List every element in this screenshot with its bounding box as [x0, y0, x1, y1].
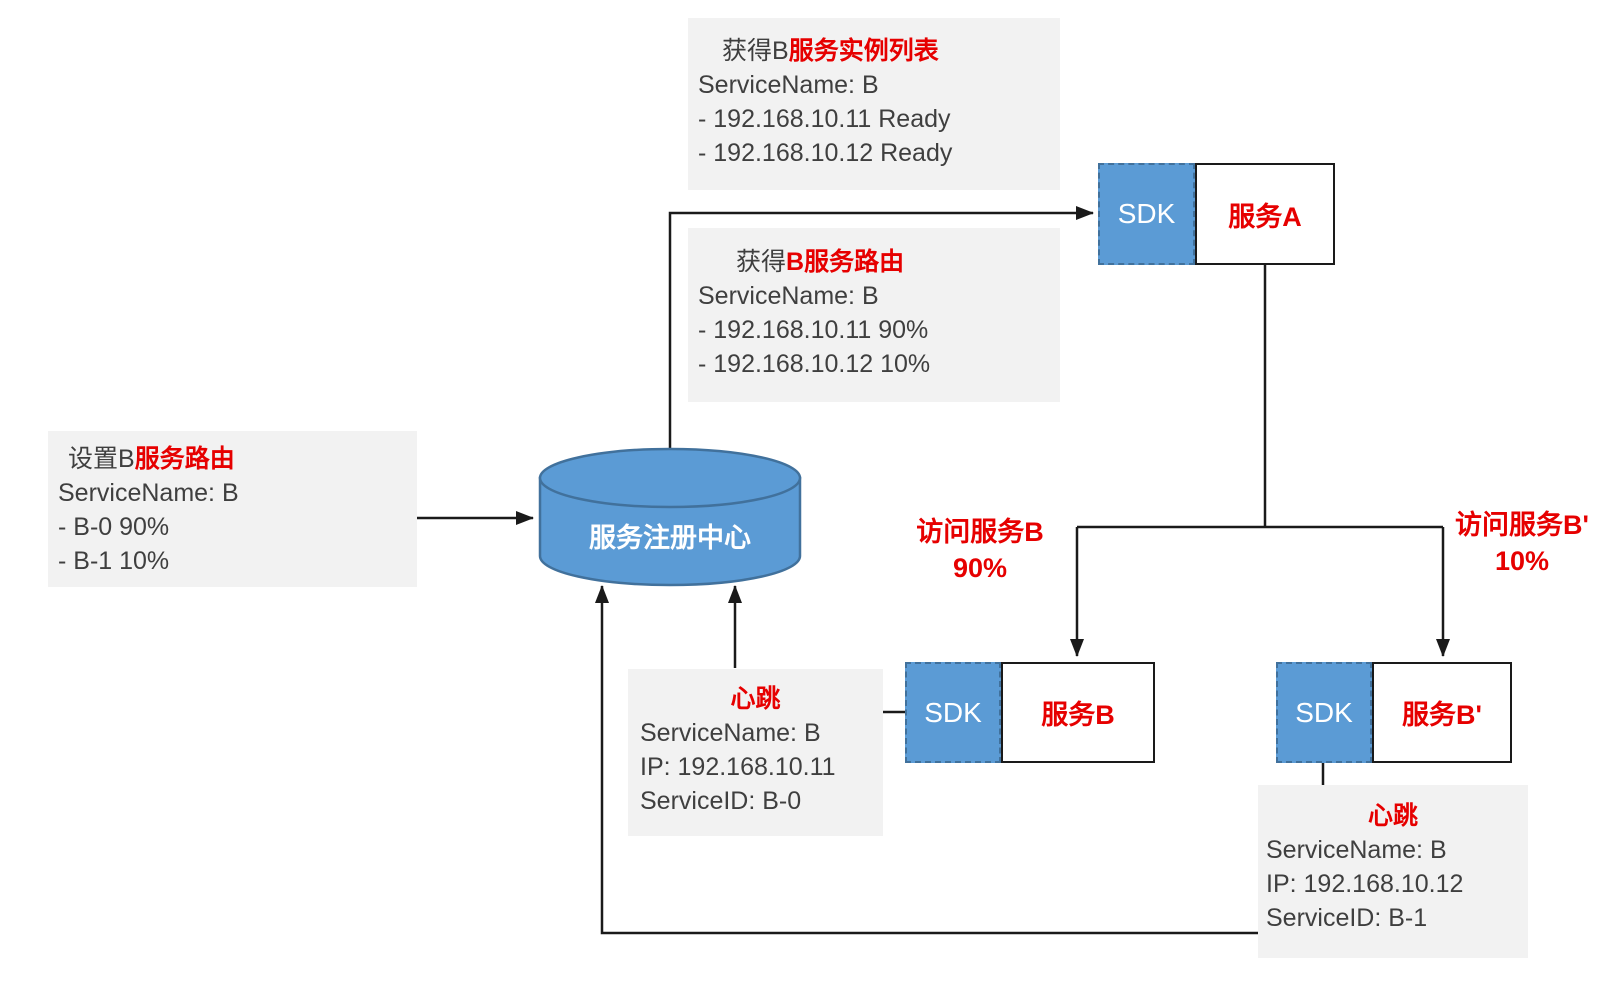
note-line: ServiceName: B	[698, 282, 879, 310]
note-line: - B-0 90%	[58, 513, 170, 541]
edge-label-access-b-prime: 访问服务B' 10%	[1420, 507, 1624, 579]
note-set-route-title: 设置B服务路由	[58, 442, 407, 476]
note-line: - B-1 10%	[58, 547, 170, 575]
note-title-highlight: 服务实例列表	[788, 37, 939, 65]
note-line: ServiceID: B-0	[640, 787, 802, 815]
note-title-highlight: B服务路由	[786, 248, 905, 276]
edge-label-line: 90%	[952, 553, 1008, 583]
note-line: IP: 192.168.10.11	[640, 753, 836, 781]
service-b-prime-box: 服务B'	[1372, 662, 1512, 763]
note-line: - 192.168.10.12 10%	[698, 350, 931, 378]
note-heartbeat-b1: 心跳 ServiceName: B IP: 192.168.10.12 Serv…	[1258, 785, 1528, 958]
note-line: IP: 192.168.10.12	[1266, 870, 1464, 898]
edge-label-line: 访问服务B'	[1455, 510, 1589, 540]
edge-label-line: 10%	[1494, 546, 1550, 576]
registry-label: 服务注册中心	[589, 523, 751, 553]
note-get-instances-title: 获得B服务实例列表	[698, 34, 1050, 68]
edge-heartbeat-b1-to-registry	[595, 585, 1258, 935]
note-heartbeat-b0: 心跳 ServiceName: B IP: 192.168.10.11 Serv…	[628, 669, 883, 836]
service-b-sdk-box: SDK	[905, 662, 1001, 763]
edge-label-access-b: 访问服务B 90%	[870, 514, 1090, 586]
note-line: - 192.168.10.11 Ready	[698, 105, 951, 133]
service-a-box: 服务A	[1195, 163, 1335, 265]
registry-cylinder	[538, 447, 802, 587]
heartbeat-title: 心跳	[1367, 802, 1418, 830]
note-line: ServiceName: B	[640, 719, 821, 747]
note-title-prefix: 获得B	[722, 37, 789, 65]
note-get-instances: 获得B服务实例列表 ServiceName: B - 192.168.10.11…	[688, 18, 1060, 190]
service-b-prime-sdk-box: SDK	[1276, 662, 1372, 763]
note-title-prefix: 设置B	[68, 445, 135, 473]
note-line: - 192.168.10.12 Ready	[698, 139, 953, 167]
note-line: ServiceID: B-1	[1266, 904, 1428, 932]
note-line: ServiceName: B	[698, 71, 879, 99]
heartbeat-title: 心跳	[730, 685, 781, 713]
note-line: ServiceName: B	[58, 479, 239, 507]
note-title-prefix: 获得	[736, 248, 787, 276]
note-get-route: 获得B服务路由 ServiceName: B - 192.168.10.11 9…	[688, 228, 1060, 402]
edge-registry-to-service-a	[668, 206, 1094, 450]
service-b-box: 服务B	[1001, 662, 1155, 763]
note-line: ServiceName: B	[1266, 836, 1447, 864]
note-get-route-title: 获得B服务路由	[698, 245, 1050, 279]
note-set-route: 设置B服务路由 ServiceName: B - B-0 90% - B-1 1…	[48, 431, 417, 587]
note-line: - 192.168.10.11 90%	[698, 316, 929, 344]
service-a-sdk-box: SDK	[1098, 163, 1195, 265]
note-title-highlight: 服务路由	[134, 445, 235, 473]
edge-label-line: 访问服务B	[916, 517, 1044, 547]
